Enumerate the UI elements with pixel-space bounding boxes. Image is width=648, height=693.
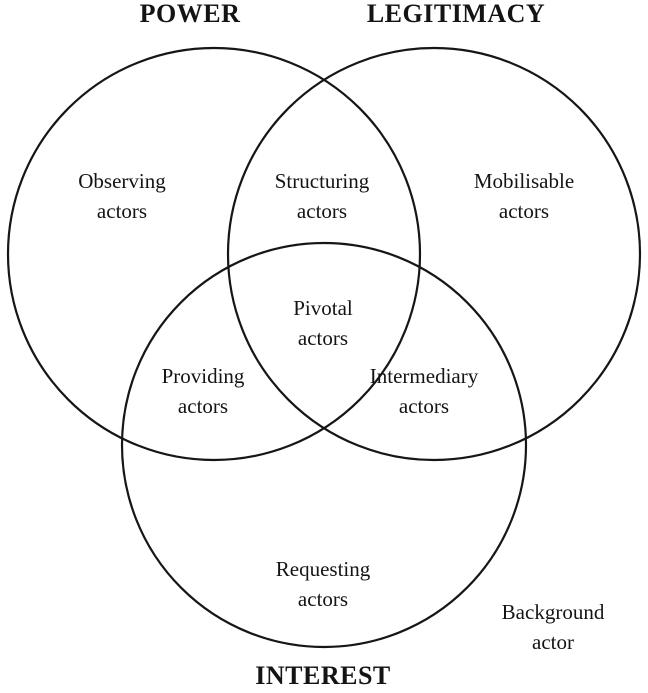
set-title-power: POWER [139, 0, 241, 28]
region-label-providing-actors: Providing actors [161, 364, 245, 418]
region-label-background-actor: Background actor [501, 600, 605, 654]
region-label-mobilisable-actors: Mobilisable actors [473, 169, 575, 223]
legitimacy-circle [226, 46, 642, 462]
region-label-pivotal-actors: Pivotal actors [293, 296, 353, 350]
power-circle [6, 46, 422, 462]
set-title-interest: INTEREST [255, 661, 391, 690]
region-label-intermediary-actors: Intermediary actors [369, 364, 479, 418]
set-title-legitimacy: LEGITIMACY [366, 0, 546, 28]
region-label-structuring-actors: Structuring actors [274, 169, 370, 223]
region-label-observing-actors: Observing actors [78, 169, 166, 223]
interest-circle [120, 241, 528, 649]
region-label-requesting-actors: Requesting actors [275, 557, 371, 611]
